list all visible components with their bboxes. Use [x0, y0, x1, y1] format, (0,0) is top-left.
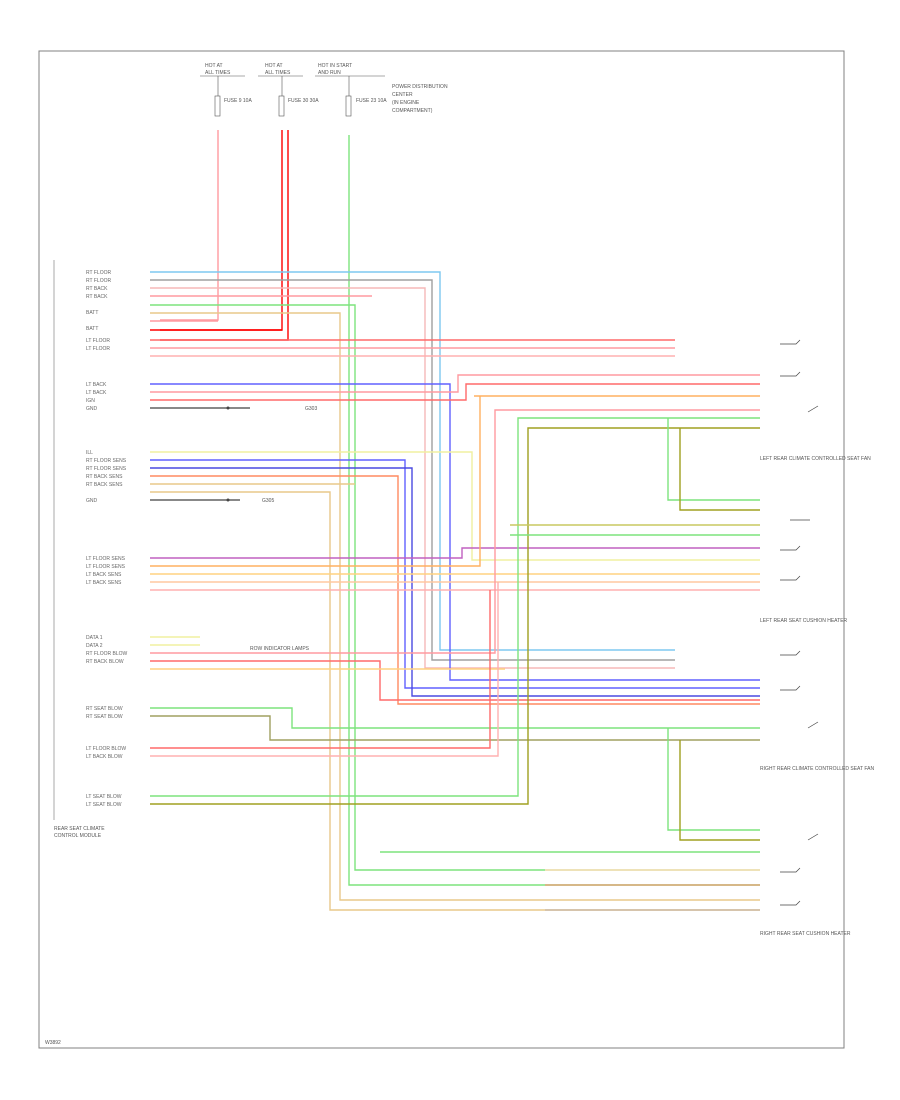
- svg-text:LT FLOOR SENS: LT FLOOR SENS: [86, 564, 126, 570]
- module-box: REAR SEAT CLIMATE CONTROL MODULE: [53, 260, 105, 839]
- svg-text:RT FLOOR: RT FLOOR: [86, 270, 111, 276]
- svg-text:RT BACK: RT BACK: [86, 286, 108, 292]
- right-seat-fan-label: RIGHT REAR CLIMATE CONTROLLED SEAT FAN: [760, 766, 874, 772]
- svg-text:RT BACK: RT BACK: [86, 294, 108, 300]
- svg-text:LT FLOOR: LT FLOOR: [86, 346, 110, 352]
- fuse-1-label: FUSE 9 10A: [224, 98, 252, 104]
- right-seat-element-label: RIGHT REAR SEAT CUSHION HEATER: [760, 931, 851, 937]
- svg-text:RT SEAT BLOW: RT SEAT BLOW: [86, 714, 123, 720]
- svg-text:BATT: BATT: [86, 310, 98, 316]
- svg-text:COMPARTMENT): COMPARTMENT): [392, 108, 433, 114]
- switch-icon: [807, 405, 819, 413]
- power-feed-1-label: HOT AT: [205, 63, 223, 69]
- svg-text:LT FLOOR BLOW: LT FLOOR BLOW: [86, 746, 126, 752]
- fuse-icon: [345, 95, 352, 117]
- power-feed-2-sub: ALL TIMES: [265, 70, 291, 76]
- footer-code: W3892: [45, 1040, 61, 1046]
- svg-text:GND: GND: [86, 498, 98, 504]
- harness-wires: [150, 271, 760, 911]
- svg-text:LT BACK SENS: LT BACK SENS: [86, 572, 122, 578]
- power-feed-3-sub: AND RUN: [318, 70, 341, 76]
- svg-text:BATT: BATT: [86, 326, 98, 332]
- fuse-3-label: FUSE 23 10A: [356, 98, 387, 104]
- fuse-2-label: FUSE 30 30A: [288, 98, 319, 104]
- svg-text:RT FLOOR BLOW: RT FLOOR BLOW: [86, 651, 127, 657]
- svg-text:(IN ENGINE: (IN ENGINE: [392, 100, 420, 106]
- power-feed-3-label: HOT IN START: [318, 63, 352, 69]
- svg-text:ILL: ILL: [86, 450, 93, 456]
- pin-labels: RT FLOOR RT FLOOR RT BACK RT BACK BATT B…: [86, 270, 127, 808]
- svg-text:RT FLOOR: RT FLOOR: [86, 278, 111, 284]
- motor-icon: [780, 900, 801, 906]
- svg-text:RT BACK SENS: RT BACK SENS: [86, 474, 123, 480]
- svg-text:LT FLOOR SENS: LT FLOOR SENS: [86, 556, 126, 562]
- supply-wires: [160, 130, 545, 886]
- module-label: REAR SEAT CLIMATE: [54, 826, 105, 832]
- power-distribution-note: POWER DISTRIBUTION: [392, 84, 448, 90]
- illumination-note: ROW INDICATOR LAMPS: [250, 646, 310, 652]
- splice-icon: [226, 498, 230, 502]
- svg-text:LT BACK SENS: LT BACK SENS: [86, 580, 122, 586]
- svg-text:RT FLOOR SENS: RT FLOOR SENS: [86, 466, 127, 472]
- power-feeds: HOT AT ALL TIMES HOT AT ALL TIMES HOT IN…: [200, 63, 448, 117]
- power-feed-2-label: HOT AT: [265, 63, 283, 69]
- svg-text:RT FLOOR SENS: RT FLOOR SENS: [86, 458, 127, 464]
- svg-text:RT BACK BLOW: RT BACK BLOW: [86, 659, 124, 665]
- svg-text:LT BACK BLOW: LT BACK BLOW: [86, 754, 123, 760]
- ground-g303-label: G303: [305, 406, 317, 412]
- svg-text:LT SEAT BLOW: LT SEAT BLOW: [86, 794, 122, 800]
- svg-text:DATA 1: DATA 1: [86, 635, 103, 641]
- svg-text:GND: GND: [86, 406, 98, 412]
- fuse-icon: [214, 95, 221, 117]
- switch-icon: [807, 721, 819, 729]
- ground-g305-label: G305: [262, 498, 274, 504]
- motor-icon: [780, 650, 801, 656]
- motor-icon: [780, 867, 801, 873]
- svg-text:RT SEAT BLOW: RT SEAT BLOW: [86, 706, 123, 712]
- svg-text:CENTER: CENTER: [392, 92, 413, 98]
- diagram-border: [38, 50, 845, 1049]
- left-seat-element-label: LEFT REAR SEAT CUSHION HEATER: [760, 618, 848, 624]
- ground-symbols: G303 G305 ROW INDICATOR LAMPS: [226, 406, 317, 652]
- switch-icon: [807, 833, 819, 841]
- motor-icon: [780, 339, 801, 345]
- motor-icon: [780, 685, 801, 691]
- svg-text:LT BACK: LT BACK: [86, 382, 107, 388]
- components: LEFT REAR CLIMATE CONTROLLED SEAT FAN LE…: [760, 339, 874, 937]
- module-label-2: CONTROL MODULE: [54, 833, 102, 839]
- svg-text:LT SEAT BLOW: LT SEAT BLOW: [86, 802, 122, 808]
- motor-icon: [780, 545, 801, 551]
- power-feed-1-sub: ALL TIMES: [205, 70, 231, 76]
- svg-text:RT BACK SENS: RT BACK SENS: [86, 482, 123, 488]
- fuse-icon: [278, 95, 285, 117]
- motor-icon: [780, 371, 801, 377]
- svg-text:LT BACK: LT BACK: [86, 390, 107, 396]
- svg-text:LT FLOOR: LT FLOOR: [86, 338, 110, 344]
- motor-icon: [780, 575, 801, 581]
- left-seat-fan-label: LEFT REAR CLIMATE CONTROLLED SEAT FAN: [760, 456, 871, 462]
- svg-text:IGN: IGN: [86, 398, 95, 404]
- splice-icon: [226, 406, 230, 410]
- svg-text:DATA 2: DATA 2: [86, 643, 103, 649]
